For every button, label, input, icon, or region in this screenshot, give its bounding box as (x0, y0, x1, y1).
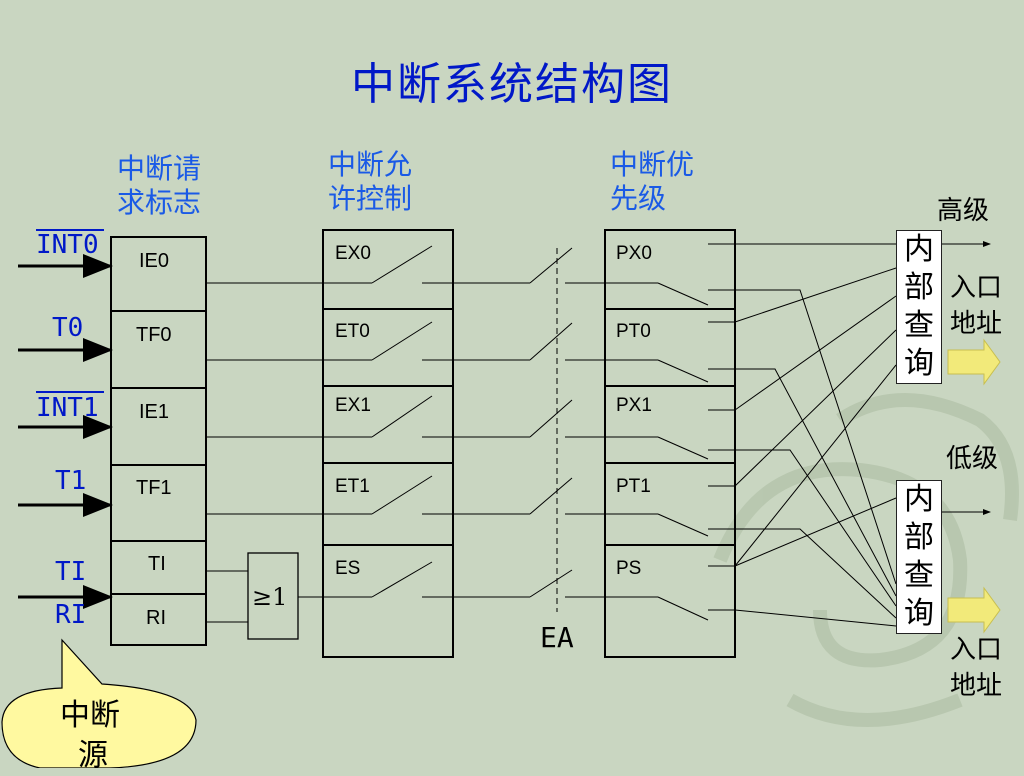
enable-control-header: 中断允 许控制 (328, 148, 412, 216)
source-t1: T1 (55, 466, 87, 496)
source-t0: T0 (52, 313, 84, 343)
source-ti: TI (55, 557, 87, 587)
query-low-char3: 查 (904, 558, 934, 593)
flag-tf0: TF0 (136, 324, 172, 346)
priority-px1: PX1 (616, 395, 652, 416)
enable-et1: ET1 (335, 476, 370, 497)
query-high-char1: 内 (904, 232, 934, 267)
query-low-char4: 询 (904, 596, 934, 631)
source-ri: RI (55, 600, 87, 630)
callout-line1: 中断 (60, 698, 120, 733)
priority-box (604, 229, 736, 658)
source-int0: INT0 (36, 230, 99, 260)
enable-control-header-line2: 许控制 (328, 182, 413, 215)
flag-register-box (110, 236, 207, 646)
query-low-char1: 内 (904, 482, 934, 517)
request-flag-header: 中断请 求标志 (117, 152, 201, 220)
priority-px0: PX0 (616, 243, 652, 264)
enable-control-box (322, 229, 454, 658)
entry-address-high: 入口 地址 (950, 270, 1002, 342)
priority-header-line2: 先级 (610, 182, 667, 215)
source-int1: INT1 (36, 393, 99, 423)
enable-ex1: EX1 (335, 395, 371, 416)
priority-pt0: PT0 (616, 321, 651, 342)
enable-control-header-line1: 中断允 (328, 148, 413, 181)
query-high-char2: 部 (904, 270, 934, 305)
or-gate-box (247, 552, 299, 640)
priority-header-line1: 中断优 (610, 148, 695, 181)
enable-et0: ET0 (335, 321, 370, 342)
entry-high-line1: 入口 (950, 273, 1003, 303)
request-flag-header-line2: 求标志 (117, 186, 202, 219)
flag-ie1: IE1 (139, 401, 170, 423)
flag-ri: RI (146, 607, 166, 629)
priority-pt1: PT1 (616, 476, 651, 497)
internal-query-high: 内 部 查 询 (896, 230, 942, 384)
priority-header: 中断优 先级 (610, 148, 694, 216)
entry-low-line2: 地址 (950, 671, 1003, 701)
request-flag-header-line1: 中断请 (117, 152, 202, 185)
high-level-label: 高级 (937, 196, 990, 226)
callout-text: 中断 源 (60, 696, 120, 776)
low-level-label: 低级 (946, 444, 999, 474)
enable-ex0: EX0 (335, 243, 371, 264)
flag-ti: TI (148, 553, 166, 575)
flag-ie0: IE0 (139, 250, 170, 272)
entry-address-low: 入口 地址 (950, 632, 1002, 704)
entry-high-line2: 地址 (950, 309, 1003, 339)
internal-query-low: 内 部 查 询 (896, 480, 942, 634)
or-gate-label: ≥1 (252, 583, 288, 611)
flag-tf1: TF1 (136, 477, 172, 499)
callout-line2: 源 (78, 738, 108, 773)
query-low-char2: 部 (904, 520, 934, 555)
query-high-char4: 询 (904, 346, 934, 381)
enable-es: ES (335, 558, 361, 579)
entry-arrow-low (947, 586, 1001, 634)
entry-arrow-high (947, 338, 1001, 386)
priority-ps: PS (616, 558, 642, 579)
page-title: 中断系统结构图 (351, 59, 673, 110)
ea-label: EA (540, 621, 574, 654)
entry-low-line1: 入口 (950, 635, 1003, 665)
query-high-char3: 查 (904, 308, 934, 343)
